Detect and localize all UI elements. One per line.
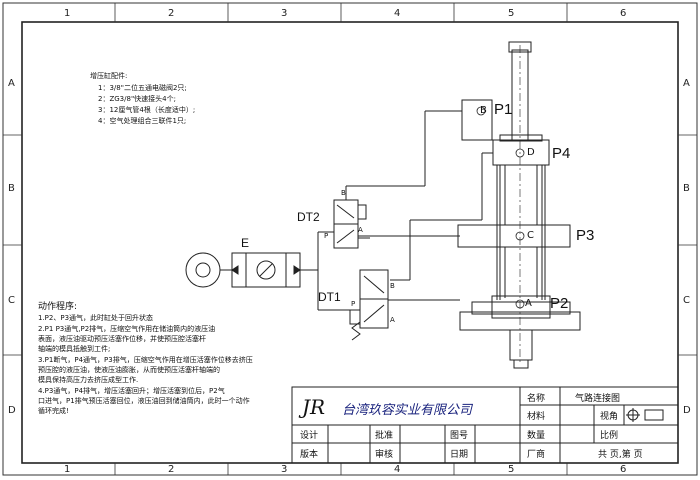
scale-label: 比例 bbox=[600, 431, 619, 441]
frl-unit bbox=[185, 252, 301, 288]
accessory-item: 3：12厘气管4根（长度适中）; bbox=[98, 106, 196, 114]
valve-dt1 bbox=[349, 269, 389, 341]
qty-label: 数量 bbox=[527, 431, 546, 441]
row-label-d: D bbox=[8, 405, 16, 416]
col-label-1: 1 bbox=[64, 8, 71, 19]
valve-label-dt1: DT1 bbox=[318, 290, 341, 304]
approve-label: 批准 bbox=[375, 431, 394, 441]
factory-label: 厂商 bbox=[527, 450, 546, 460]
accessory-item: 2：ZG3/8"快速接头4个; bbox=[98, 95, 176, 103]
col-label-6-bottom: 6 bbox=[620, 464, 627, 475]
procedure-line: 3.P1断气，P4通气，P3排气，压缩空气作用在增压活塞作位移去挤压 bbox=[38, 356, 253, 364]
port-label-p2: P2 bbox=[550, 295, 569, 312]
port-label-p1: P1 bbox=[494, 101, 513, 118]
col-label-2: 2 bbox=[168, 8, 175, 19]
accessories-title: 增压缸配件: bbox=[90, 72, 128, 80]
drawing-no-label: 图号 bbox=[450, 431, 469, 441]
col-label-5-bottom: 5 bbox=[508, 464, 515, 475]
design-label: 设计 bbox=[300, 431, 319, 441]
row-label-c-right: C bbox=[683, 295, 690, 306]
review-label: 审核 bbox=[375, 450, 394, 460]
procedure-line: 循环完成! bbox=[38, 407, 69, 415]
col-label-1-bottom: 1 bbox=[64, 464, 71, 475]
row-label-b-right: B bbox=[683, 183, 690, 194]
procedure-line: 4.P3通气，P4排气，增压活塞回升；增压活塞到位后，P2气 bbox=[38, 387, 225, 395]
procedure-title: 动作程序: bbox=[38, 302, 78, 312]
procedure-line: 1.P2、P3通气，此时缸处于回升状态 bbox=[38, 314, 154, 322]
port-label-p3: P3 bbox=[576, 227, 595, 244]
col-label-4: 4 bbox=[394, 8, 401, 19]
procedure-line: 2.P1 P3通气,P2排气，压缩空气作用在储油筒内的液压油 bbox=[38, 325, 216, 333]
name-label: 名称 bbox=[527, 394, 546, 404]
valve-label-dt2: DT2 bbox=[297, 210, 320, 224]
col-label-4-bottom: 4 bbox=[394, 464, 401, 475]
view-label: 视角 bbox=[600, 412, 619, 422]
dt1-port-p: P bbox=[351, 300, 356, 308]
dt1-port-b: B bbox=[390, 282, 395, 290]
accessory-item: 1：3/8"二位五通电磁阀2只; bbox=[98, 84, 187, 92]
row-label-b: B bbox=[8, 183, 15, 194]
valve-dt2 bbox=[333, 199, 370, 249]
row-label-c: C bbox=[8, 295, 15, 306]
accessory-item: 4：空气处理组合三联件1只; bbox=[98, 117, 187, 125]
name-value: 气路连接图 bbox=[575, 394, 621, 404]
procedure-line: 预压腔的液压油，使液压油膨胀，从而使预压活塞杆轴端的 bbox=[38, 366, 220, 374]
procedure-line: 表面，液压油驱动预压活塞作位移，并使预压腔活塞杆 bbox=[38, 335, 206, 343]
port-letter-a: A bbox=[525, 298, 532, 309]
page-count: 共 页,第 页 bbox=[598, 450, 643, 460]
dt2-port-p: P bbox=[324, 232, 329, 240]
col-label-6: 6 bbox=[620, 8, 627, 19]
title-block bbox=[291, 386, 679, 464]
version-label: 版本 bbox=[300, 450, 319, 460]
col-label-3-bottom: 3 bbox=[281, 464, 288, 475]
frl-label-e: E bbox=[241, 236, 250, 250]
material-label: 材料 bbox=[527, 412, 546, 422]
port-label-p4: P4 bbox=[552, 145, 571, 162]
procedure-line: 口进气，P1排气预压活塞回位，液压油回到储油筒内，此时一个动作 bbox=[38, 397, 250, 405]
company-logo: JR bbox=[302, 395, 326, 419]
date-label: 日期 bbox=[450, 450, 469, 460]
row-label-a-right: A bbox=[683, 78, 690, 89]
dt2-port-a: A bbox=[358, 226, 363, 234]
company-name: 台湾玖容实业有限公司 bbox=[342, 403, 473, 418]
booster-cylinder bbox=[457, 41, 581, 369]
column-ticks bbox=[3, 3, 697, 475]
procedure-line: 轴端的模具抵触到工件; bbox=[38, 345, 111, 353]
dt1-port-a: A bbox=[390, 316, 395, 324]
port-markers bbox=[476, 106, 525, 309]
col-label-2-bottom: 2 bbox=[168, 464, 175, 475]
port-letter-d: D bbox=[527, 147, 535, 158]
procedure-line: 模具保持高压力去挤压成型工作. bbox=[38, 376, 139, 384]
dt2-port-b: B bbox=[341, 189, 346, 197]
port-letter-b: B bbox=[480, 105, 487, 116]
row-label-d-right: D bbox=[683, 405, 691, 416]
row-label-a: A bbox=[8, 78, 15, 89]
col-label-3: 3 bbox=[281, 8, 288, 19]
air-lines bbox=[300, 110, 493, 311]
port-letter-c: C bbox=[527, 230, 534, 241]
col-label-5: 5 bbox=[508, 8, 515, 19]
